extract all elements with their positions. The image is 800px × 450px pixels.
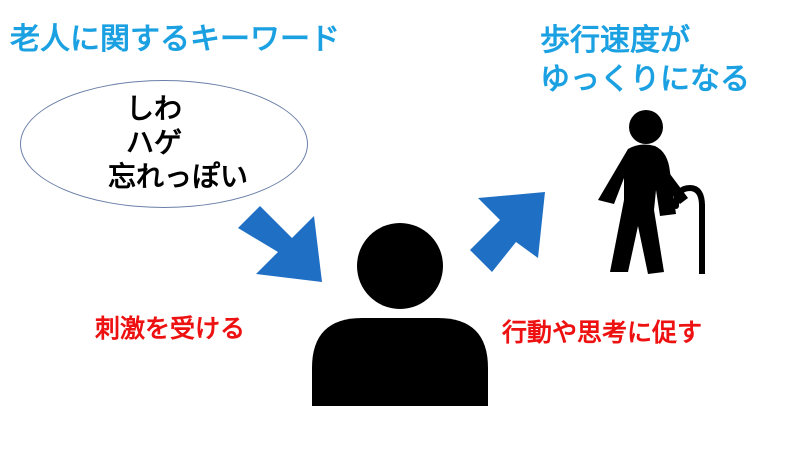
walking-speed-heading-line2: ゆっくりになる (540, 62, 750, 97)
keyword-baldness: ハゲ (126, 126, 183, 159)
keyword-heading: 老人に関するキーワード (10, 22, 340, 57)
arrow-icon (470, 192, 545, 272)
arrow-icon (238, 206, 322, 282)
person-silhouette-icon (312, 223, 488, 406)
keyword-bubble (20, 80, 308, 208)
walking-speed-heading-line1: 歩行速度が (540, 23, 690, 58)
keyword-wrinkles: しわ (126, 92, 183, 125)
elderly-person-with-cane-icon (598, 110, 705, 274)
prompt-action-caption: 行動や思考に促す (502, 318, 703, 347)
receive-stimulus-caption: 刺激を受ける (95, 314, 246, 343)
keyword-forgetful: 忘れっぽい (108, 160, 249, 193)
